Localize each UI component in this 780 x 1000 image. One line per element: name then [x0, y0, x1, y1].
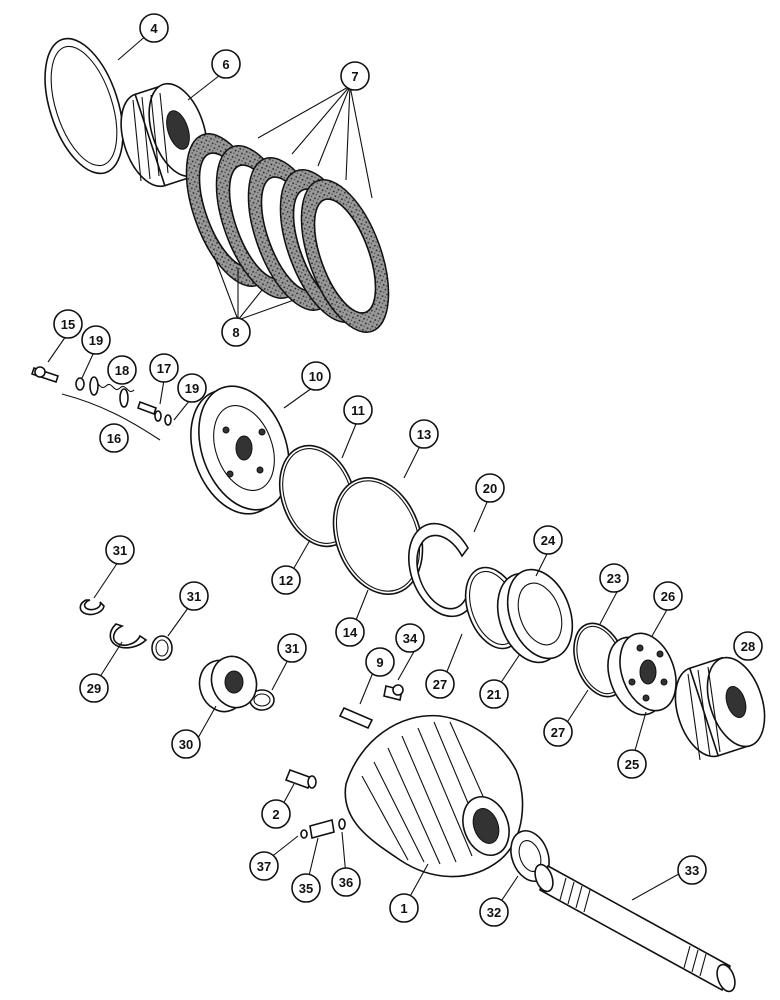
svg-text:28: 28 — [741, 639, 755, 654]
svg-text:16: 16 — [107, 431, 121, 446]
svg-text:25: 25 — [625, 757, 639, 772]
callout-32: 32 — [479, 897, 509, 927]
dowel-pins-and-fitting-parts-2-9-34 — [284, 684, 404, 790]
svg-text:14: 14 — [343, 625, 358, 640]
svg-text:37: 37 — [257, 859, 271, 874]
svg-text:31: 31 — [187, 589, 201, 604]
bearing-part-30 — [198, 655, 258, 713]
svg-text:33: 33 — [685, 863, 699, 878]
clutch-housing-part-1 — [344, 714, 524, 878]
clutch-disc-pack-parts-7-8 — [185, 133, 390, 333]
callout-11: 11 — [343, 395, 373, 425]
callout-26: 26 — [653, 581, 683, 611]
callout-19b: 19 — [177, 373, 207, 403]
callout-1: 1 — [389, 893, 419, 923]
callout-10: 10 — [301, 361, 331, 391]
svg-text:11: 11 — [351, 403, 365, 418]
callout-12: 12 — [271, 565, 301, 595]
svg-text:19: 19 — [185, 381, 199, 396]
svg-text:21: 21 — [487, 687, 501, 702]
callout-14: 14 — [335, 617, 365, 647]
svg-text:19: 19 — [89, 333, 103, 348]
callout-2: 2 — [261, 799, 291, 829]
svg-text:31: 31 — [113, 543, 127, 558]
svg-text:35: 35 — [299, 881, 313, 896]
callout-16: 16 — [99, 423, 129, 453]
callout-29: 29 — [79, 673, 109, 703]
svg-text:26: 26 — [661, 589, 675, 604]
callout-34: 34 — [395, 623, 425, 653]
svg-text:15: 15 — [61, 317, 75, 332]
callout-7: 7 — [340, 61, 370, 91]
callout-13: 13 — [409, 419, 439, 449]
svg-text:6: 6 — [222, 57, 229, 72]
callout-21: 21 — [479, 679, 509, 709]
callout-25: 25 — [617, 749, 647, 779]
svg-text:31: 31 — [285, 641, 299, 656]
callout-8: 8 — [221, 317, 251, 347]
svg-text:12: 12 — [279, 573, 293, 588]
callout-15: 15 — [53, 309, 83, 339]
svg-text:29: 29 — [87, 681, 101, 696]
svg-text:18: 18 — [115, 363, 129, 378]
svg-text:34: 34 — [403, 631, 418, 646]
callout-24: 24 — [533, 525, 563, 555]
output-shaft-part-33 — [534, 863, 736, 993]
fitting-parts-35-36-37 — [300, 818, 346, 840]
svg-text:10: 10 — [309, 369, 323, 384]
callout-31b: 31 — [179, 581, 209, 611]
svg-text:32: 32 — [487, 905, 501, 920]
callout-19a: 19 — [81, 325, 111, 355]
callout-20: 20 — [475, 473, 505, 503]
callout-36: 36 — [331, 867, 361, 897]
callout-27a: 27 — [425, 669, 455, 699]
callout-6: 6 — [211, 49, 241, 79]
callout-17: 17 — [149, 353, 179, 383]
callout-18: 18 — [107, 355, 137, 385]
callout-35: 35 — [291, 873, 321, 903]
svg-text:1: 1 — [400, 901, 407, 916]
seal-rings-parts-11-14 — [278, 444, 424, 595]
callout-31c: 31 — [277, 633, 307, 663]
check-valve-assembly-parts-15-19 — [30, 366, 172, 441]
svg-text:13: 13 — [417, 427, 431, 442]
svg-text:27: 27 — [433, 677, 447, 692]
callout-33: 33 — [677, 855, 707, 885]
callout-30: 30 — [171, 729, 201, 759]
retainer-seals-parts-21-24-27 — [464, 566, 574, 664]
gear-part-28 — [674, 656, 766, 761]
svg-text:9: 9 — [376, 655, 383, 670]
svg-text:8: 8 — [232, 325, 239, 340]
svg-text:27: 27 — [551, 725, 565, 740]
callout-labels: 4 6 7 8 15 19 18 17 19 16 10 11 13 20 31… — [53, 13, 763, 927]
svg-text:17: 17 — [157, 361, 171, 376]
svg-text:2: 2 — [272, 807, 279, 822]
svg-text:24: 24 — [541, 533, 556, 548]
callout-31a: 31 — [105, 535, 135, 565]
callout-28: 28 — [733, 631, 763, 661]
callout-9: 9 — [365, 647, 395, 677]
piston-part-10 — [190, 385, 290, 515]
callout-27b: 27 — [543, 717, 573, 747]
svg-text:7: 7 — [351, 69, 358, 84]
splined-hub-part-6 — [120, 82, 208, 188]
callout-4: 4 — [139, 13, 169, 43]
svg-text:36: 36 — [339, 875, 353, 890]
svg-text:30: 30 — [179, 737, 193, 752]
svg-text:20: 20 — [483, 481, 497, 496]
callout-37: 37 — [249, 851, 279, 881]
bearing-carrier-parts-23-25-26-27 — [573, 622, 677, 716]
svg-text:4: 4 — [150, 21, 158, 36]
svg-text:23: 23 — [607, 571, 621, 586]
callout-23: 23 — [599, 563, 629, 593]
steel-plate-part-4 — [44, 37, 124, 175]
